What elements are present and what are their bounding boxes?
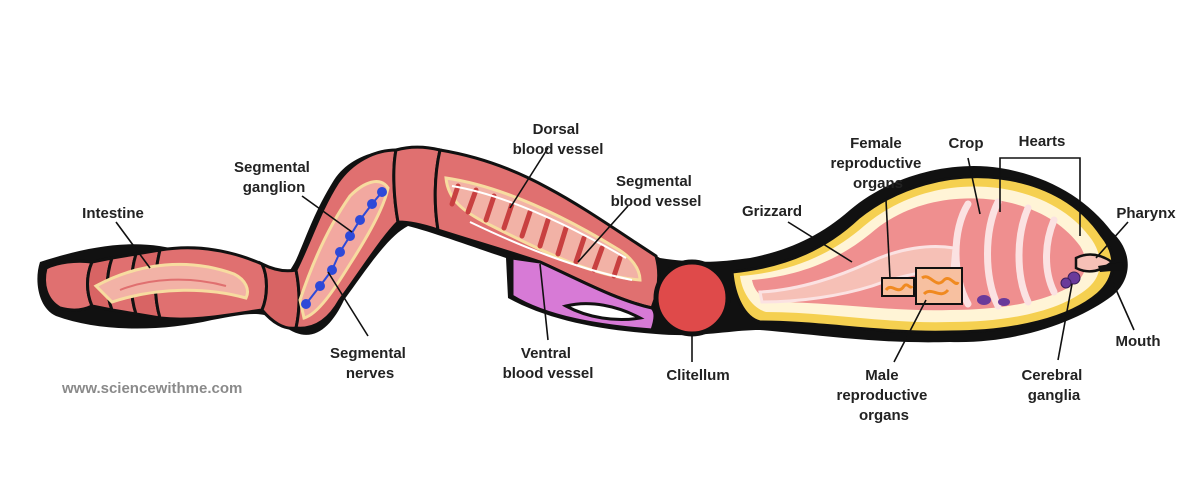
- segmental-blood-vessels: [449, 183, 623, 279]
- cerebral-ganglia: [1060, 271, 1081, 289]
- female-organs-box: [881, 277, 915, 297]
- label-female-reproductive-organs: Female reproductive organs: [830, 135, 925, 192]
- label-mouth: Mouth: [1116, 333, 1161, 350]
- label-cerebral-ganglia: Cerebral ganglia: [1021, 367, 1086, 404]
- label-segmental-ganglion: Segmental ganglion: [234, 159, 314, 196]
- arch-segment-a: [392, 145, 442, 233]
- mouth: [1098, 262, 1124, 272]
- leader-lines: [115, 147, 1135, 363]
- ventral-vessel-line: [469, 221, 633, 281]
- label-segmental-blood-vessel: Segmental blood vessel: [611, 173, 702, 210]
- label-pharynx: Pharynx: [1116, 205, 1176, 222]
- worm-body: [37, 145, 1128, 343]
- ventral-blobs: [977, 295, 1010, 306]
- label-hearts: Hearts: [1019, 133, 1066, 150]
- segmental-ganglion-chain: [301, 187, 387, 309]
- clitellum: [653, 259, 731, 337]
- label-intestine: Intestine: [82, 205, 144, 222]
- labels: Intestine Segmental ganglion Segmental n…: [61, 121, 1176, 424]
- crop-rings: [952, 198, 1058, 310]
- mid-segment-a: [258, 260, 301, 330]
- male-organs-box: [915, 267, 963, 305]
- label-male-reproductive-organs: Male reproductive organs: [836, 367, 931, 424]
- label-segmental-nerves: Segmental nerves: [330, 345, 410, 382]
- label-dorsal-blood-vessel: Dorsal blood vessel: [513, 121, 604, 158]
- intestine: [93, 262, 249, 304]
- dorsal-vessel-line: [451, 185, 627, 259]
- label-crop: Crop: [949, 135, 984, 152]
- label-ventral-blood-vessel: Ventral blood vessel: [503, 345, 594, 382]
- label-grizzard: Grizzard: [742, 203, 802, 220]
- watermark: www.sciencewithme.com: [61, 380, 242, 397]
- label-clitellum: Clitellum: [666, 367, 729, 384]
